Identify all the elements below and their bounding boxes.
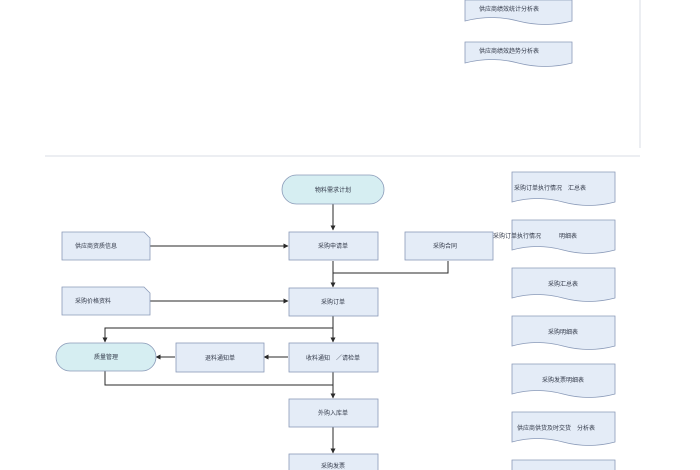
doc-purchase-price-info: 采购价格资料 [61, 286, 151, 316]
process-label: 外购入库单 [318, 409, 348, 417]
report-label: 采购订单执行情况 明细表 [493, 232, 577, 240]
doc-label: 采购价格资料 [75, 297, 111, 305]
report-invoice-detail: 采购发票明细表 [511, 363, 616, 398]
process-receiving-notice: 收料通知 ／请检单 [288, 342, 379, 373]
process-purchase-requisition: 采购申请单 [288, 231, 379, 261]
process-label: 退料通知单 [205, 354, 235, 362]
doc-label: 供应商资质信息 [75, 242, 117, 250]
top-doc-supplier-performance-stats: 供应商绩效统计分析表 [464, 0, 573, 25]
terminal-label: 质量管理 [94, 353, 118, 361]
report-label: 采购明细表 [548, 328, 578, 336]
top-doc-label: 供应商绩效趋势分析表 [479, 47, 539, 55]
report-label: 采购汇总表 [548, 280, 578, 288]
terminal-label: 物料需求计划 [315, 186, 351, 194]
top-doc-supplier-performance-trend: 供应商绩效趋势分析表 [464, 41, 573, 67]
process-purchase-contract: 采购合同 [404, 231, 494, 261]
report-partial [511, 459, 616, 470]
process-label: 采购发票 [321, 462, 345, 470]
process-return-notice: 退料通知单 [175, 342, 265, 373]
report-purchase-summary: 采购汇总表 [511, 267, 616, 302]
process-label: 采购订单 [321, 298, 345, 306]
process-purchase-order: 采购订单 [288, 287, 379, 317]
report-label: 采购发票明细表 [542, 376, 584, 384]
process-purchase-inbound: 外购入库单 [288, 398, 379, 428]
report-supplier-timely-delivery: 供应商供货及时交货 分析表 [511, 411, 616, 446]
connectors [102, 204, 449, 454]
process-label: 采购申请单 [318, 242, 348, 250]
process-label: 采购合同 [433, 242, 457, 250]
top-doc-label: 供应商绩效统计分析表 [479, 5, 539, 13]
terminal-quality-management: 质量管理 [55, 342, 157, 372]
report-order-execution-summary: 采购订单执行情况 汇总表 [511, 171, 616, 206]
report-label: 采购订单执行情况 汇总表 [514, 184, 586, 192]
process-purchase-invoice: 采购发票 [288, 453, 379, 470]
report-purchase-detail: 采购明细表 [511, 315, 616, 350]
terminal-material-requirements-plan: 物料需求计划 [281, 174, 385, 205]
report-order-execution-detail: 采购订单执行情况 明细表 [493, 219, 616, 254]
process-label: 收料通知 ／请检单 [306, 354, 360, 362]
doc-supplier-qualification-info: 供应商资质信息 [61, 231, 151, 261]
report-label: 供应商供货及时交货 分析表 [517, 424, 595, 432]
